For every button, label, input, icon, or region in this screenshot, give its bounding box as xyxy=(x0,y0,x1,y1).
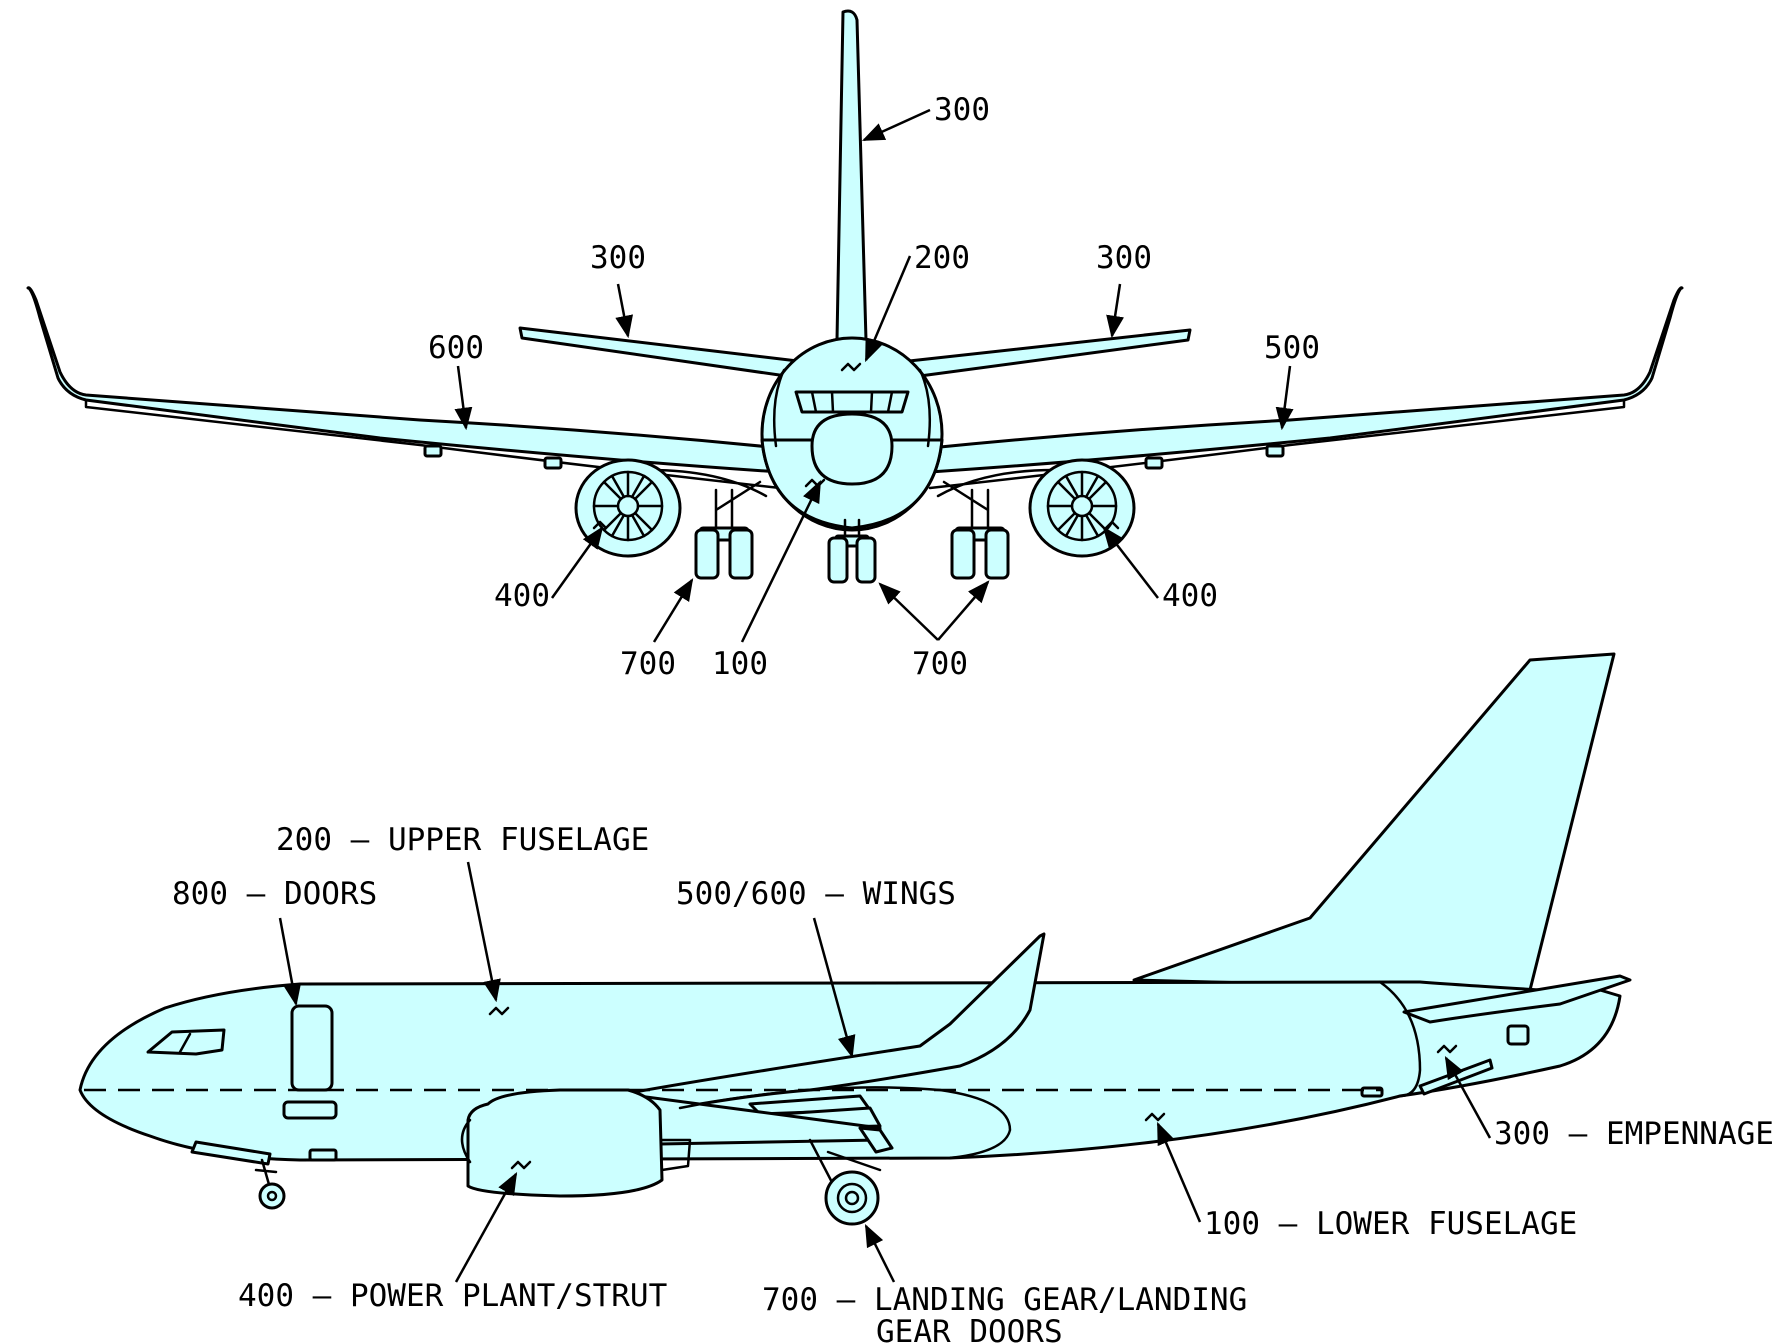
side-wing-body-fairing xyxy=(678,1086,1012,1160)
side-apu-door xyxy=(1506,1024,1530,1046)
leader-side-wings xyxy=(812,917,856,1059)
front-nose-gear xyxy=(827,518,877,584)
side-engine-inlet xyxy=(460,1118,472,1164)
side-zone-mark-300 xyxy=(1436,1044,1458,1054)
front-vertical-stabilizer xyxy=(835,9,868,342)
front-right-engine xyxy=(1028,458,1136,558)
side-horizontal-stabilizer xyxy=(1402,974,1632,1024)
leader-front-700-left xyxy=(652,578,694,643)
side-main-wheel-rim xyxy=(836,1182,868,1214)
label-front-500: 500 xyxy=(1264,330,1320,366)
side-service-panel xyxy=(308,1148,338,1162)
label-front-400-right: 400 xyxy=(1162,578,1218,614)
label-side-700-line1: 700 – LANDING GEAR/LANDING xyxy=(762,1282,1247,1318)
front-right-main-gear xyxy=(942,480,1010,580)
leader-front-600 xyxy=(454,365,473,431)
leader-side-100 xyxy=(1156,1121,1202,1223)
front-fuselage-outline xyxy=(760,336,944,532)
label-front-700-left: 700 xyxy=(620,646,676,682)
label-front-600: 600 xyxy=(428,330,484,366)
label-front-300-top: 300 xyxy=(934,92,990,128)
front-right-fairing-1 xyxy=(1265,444,1285,458)
leader-side-700 xyxy=(864,1223,896,1283)
leader-front-100 xyxy=(740,479,822,643)
side-nose-gear-door xyxy=(190,1140,272,1166)
front-window-posts xyxy=(810,390,894,414)
label-front-200: 200 xyxy=(914,240,970,276)
side-main-wheel xyxy=(824,1170,880,1226)
label-front-400-left: 400 xyxy=(494,578,550,614)
label-front-700-center: 700 xyxy=(912,646,968,682)
front-radome xyxy=(810,412,894,486)
side-vertical-fin xyxy=(1132,652,1616,992)
label-side-200: 200 – UPPER FUSELAGE xyxy=(276,822,649,858)
label-side-100: 100 – LOWER FUSELAGE xyxy=(1204,1206,1577,1242)
leader-front-300-top xyxy=(861,108,931,142)
side-zone-mark-100 xyxy=(1144,1112,1166,1122)
leader-front-300-left xyxy=(615,283,634,339)
side-zone-mark-200 xyxy=(488,1006,510,1016)
leader-side-300 xyxy=(1444,1056,1492,1139)
leader-side-800 xyxy=(278,917,302,1007)
front-cockpit-frame-right xyxy=(918,368,932,448)
label-side-300: 300 – EMPENNAGE xyxy=(1494,1116,1774,1152)
side-cargo-door xyxy=(282,1100,338,1120)
label-side-400: 400 – POWER PLANT/STRUT xyxy=(238,1278,667,1314)
side-engine-nacelle xyxy=(466,1088,664,1198)
front-right-horizontal-stabilizer xyxy=(898,328,1192,380)
leader-front-300-right xyxy=(1106,283,1124,339)
side-nose-wheel-hub xyxy=(266,1190,278,1202)
front-left-fairing-1 xyxy=(423,444,443,458)
front-cockpit-windows xyxy=(794,390,910,414)
leader-front-200 xyxy=(864,255,912,363)
side-forward-door xyxy=(290,1004,334,1092)
front-left-main-gear xyxy=(694,480,762,580)
label-side-700-line2: GEAR DOORS xyxy=(876,1314,1063,1344)
leader-front-400-right xyxy=(1102,526,1159,599)
leader-side-400 xyxy=(454,1172,518,1283)
side-window-post xyxy=(178,1032,192,1054)
leader-front-700-center xyxy=(878,582,939,641)
label-side-800: 800 – DOORS xyxy=(172,876,377,912)
side-zone-mark-400 xyxy=(510,1160,532,1170)
front-left-horizontal-stabilizer xyxy=(518,326,808,380)
side-main-wheel-hub xyxy=(844,1190,860,1206)
side-engine-exhaust xyxy=(660,1138,692,1172)
leader-front-400-left xyxy=(550,526,604,599)
leader-side-200 xyxy=(466,861,501,1003)
leader-front-500 xyxy=(1275,365,1294,431)
front-cockpit-frame-left xyxy=(772,368,786,448)
front-view: 300 300 200 300 600 500 400 400 700 100 … xyxy=(26,9,1684,682)
front-left-fairing-2 xyxy=(543,456,563,470)
label-front-100: 100 xyxy=(712,646,768,682)
label-front-300-right: 300 xyxy=(1096,240,1152,276)
side-tailcone-boundary xyxy=(1378,980,1422,1098)
label-front-300-left: 300 xyxy=(590,240,646,276)
side-nose-wheel xyxy=(258,1182,286,1210)
side-view: 200 – UPPER FUSELAGE 800 – DOORS 500/600… xyxy=(78,652,1774,1344)
leader-front-700-right xyxy=(937,580,990,641)
front-right-fairing-2 xyxy=(1144,456,1164,470)
front-zone-mark-200 xyxy=(840,362,862,372)
label-side-wings: 500/600 – WINGS xyxy=(676,876,956,912)
side-main-gear-door xyxy=(858,1126,894,1154)
front-left-wing-root xyxy=(648,468,768,498)
front-right-wing-root xyxy=(936,468,1056,498)
